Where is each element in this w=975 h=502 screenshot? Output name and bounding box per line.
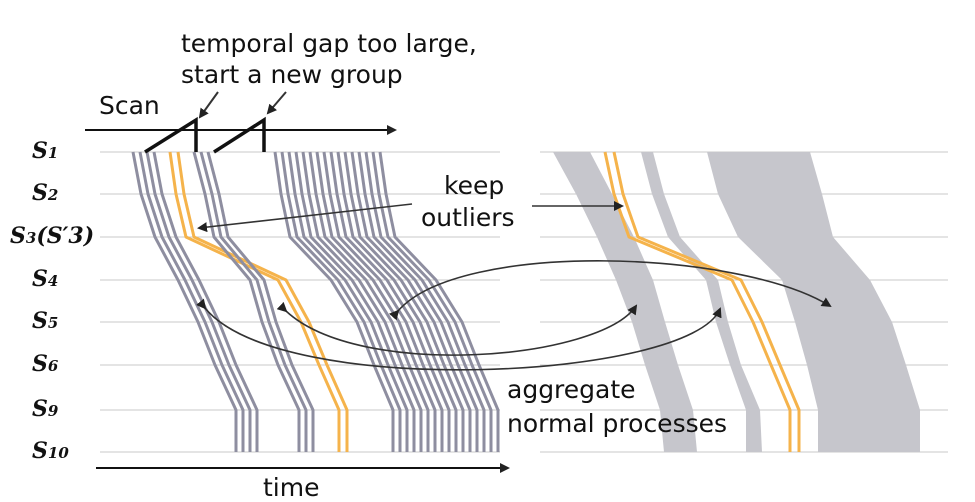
aggregate-arc-1 bbox=[388, 260, 832, 321]
band-group-2 bbox=[641, 152, 762, 452]
process-line-g3-7 bbox=[322, 151, 444, 452]
stage-label-main: S bbox=[32, 138, 48, 164]
stage-label-sub: 6 bbox=[48, 357, 59, 375]
stage-label-3: S3(S′3) bbox=[10, 223, 94, 249]
stage-label-main: S bbox=[10, 223, 26, 249]
process-line-g3-0 bbox=[273, 151, 395, 452]
process-line-g3-4 bbox=[301, 151, 423, 452]
stage-label-sub: 1 bbox=[48, 144, 58, 162]
process-line-g3-5 bbox=[308, 151, 430, 452]
stage-label-paren: (S′3) bbox=[36, 223, 94, 249]
stage-label-sub: 3 bbox=[26, 229, 36, 247]
gap-pointer-2 bbox=[266, 91, 287, 115]
scan-axis bbox=[85, 91, 397, 154]
gap-label-line1: temporal gap too large, bbox=[181, 29, 477, 58]
process-line-g3-8 bbox=[329, 151, 451, 452]
stage-label-sub: 2 bbox=[47, 186, 58, 204]
stage-label-main: S bbox=[32, 180, 48, 206]
stage-label-6: S6 bbox=[32, 351, 59, 377]
stage-label-sub: 4 bbox=[48, 272, 58, 290]
stage-label-2: S2 bbox=[32, 180, 58, 206]
stage-label-9: S9 bbox=[32, 396, 59, 422]
aggregate-arc-2 bbox=[276, 301, 638, 356]
process-line-g3-9 bbox=[336, 151, 458, 452]
aggregate-label-line1: aggregate bbox=[507, 375, 636, 404]
aggregated-bands bbox=[553, 152, 920, 452]
process-line-g1-1 bbox=[138, 151, 245, 452]
process-line-g1-0 bbox=[131, 151, 238, 452]
stage-label-main: S bbox=[32, 396, 48, 422]
process-line-g3-2 bbox=[287, 151, 409, 452]
keep-arrow-left bbox=[197, 203, 413, 233]
time-label: time bbox=[263, 473, 319, 502]
stage-label-sub: 5 bbox=[48, 314, 58, 332]
annotation-arrows bbox=[196, 201, 832, 371]
aggregate-label-line2: normal processes bbox=[507, 409, 727, 438]
gap-marker-2 bbox=[213, 116, 266, 154]
stage-label-5: S5 bbox=[32, 308, 58, 334]
stage-label-1: S1 bbox=[32, 138, 58, 164]
stage-label-main: S bbox=[32, 266, 48, 292]
keep-label-line2: outliers bbox=[421, 203, 515, 232]
gap-label-line2: start a new group bbox=[181, 60, 403, 89]
band-group-3 bbox=[707, 152, 920, 452]
scan-label: Scan bbox=[99, 91, 160, 120]
stage-label-main: S bbox=[32, 351, 48, 377]
gap-marker-1 bbox=[144, 116, 198, 154]
stage-label-10: S10 bbox=[32, 438, 69, 464]
stage-label-sub: 9 bbox=[48, 402, 59, 420]
gap-pointer-1 bbox=[198, 91, 219, 119]
process-line-g3-3 bbox=[294, 151, 416, 452]
stage-label-4: S4 bbox=[32, 266, 58, 292]
aggregate-arc-3 bbox=[196, 298, 722, 371]
stage-label-main: S bbox=[32, 308, 48, 334]
stage-label-sub: 10 bbox=[48, 444, 69, 462]
process-line-g3-6 bbox=[315, 151, 437, 452]
stage-label-main: S bbox=[32, 438, 48, 464]
keep-label-line1: keep bbox=[444, 171, 504, 200]
